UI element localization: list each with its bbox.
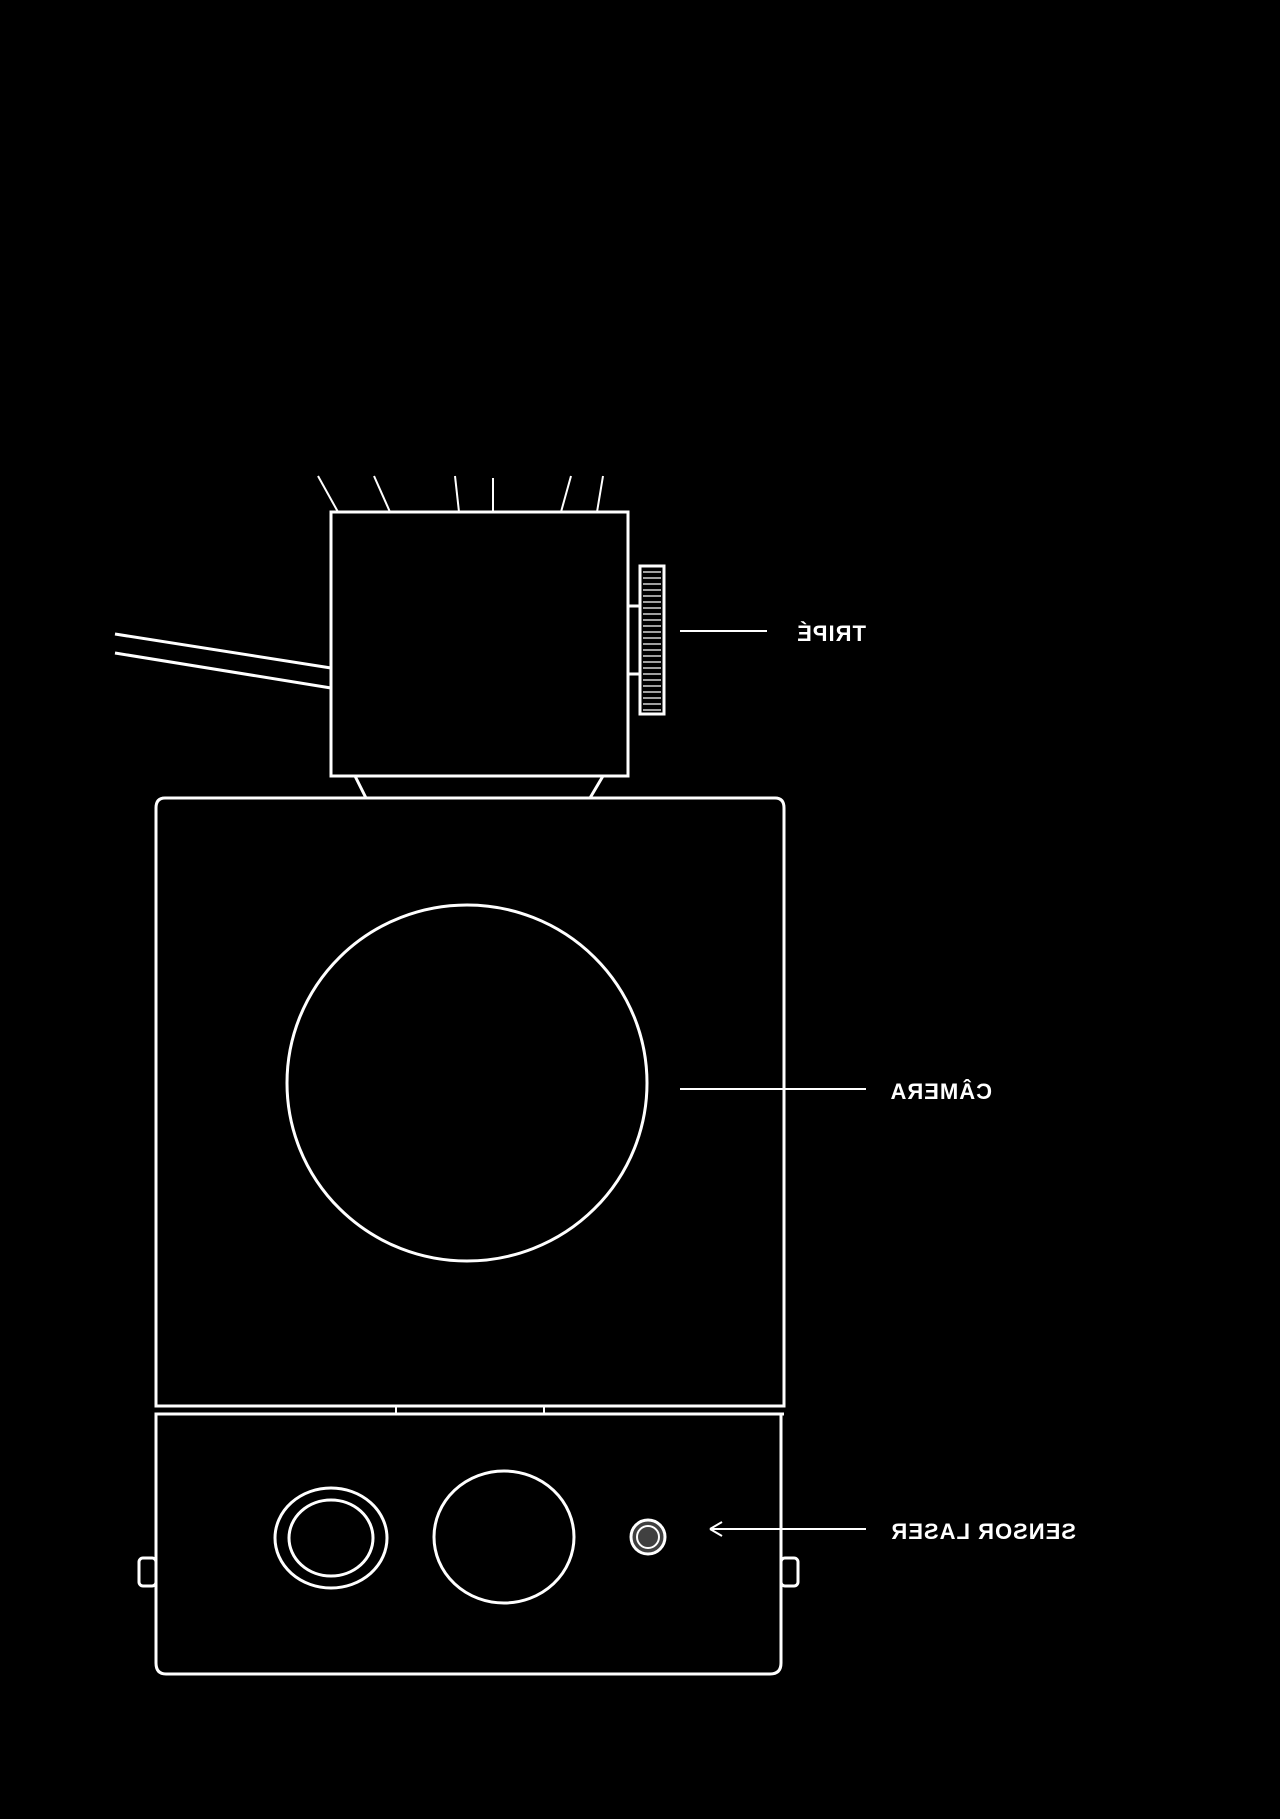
left-port bbox=[273, 1486, 389, 1590]
sensor-leader-line bbox=[709, 1521, 866, 1537]
center-port bbox=[432, 1469, 576, 1605]
label-tripe: TRIPÉ bbox=[796, 621, 866, 646]
label-camera: CÂMERA bbox=[889, 1079, 992, 1104]
laser-sensor bbox=[629, 1518, 667, 1556]
camera-lens bbox=[285, 903, 649, 1263]
right-side-tab bbox=[779, 1556, 800, 1588]
label-sensor-laser: SENSOR LASER bbox=[890, 1519, 1076, 1544]
camera-neck bbox=[353, 775, 605, 800]
camera-head bbox=[329, 510, 630, 778]
main-body bbox=[154, 796, 786, 1408]
tripod-knob bbox=[626, 564, 666, 716]
left-side-tab bbox=[137, 1556, 158, 1588]
cable bbox=[114, 632, 332, 690]
lower-base bbox=[154, 1412, 783, 1676]
top-bristles bbox=[317, 475, 604, 513]
